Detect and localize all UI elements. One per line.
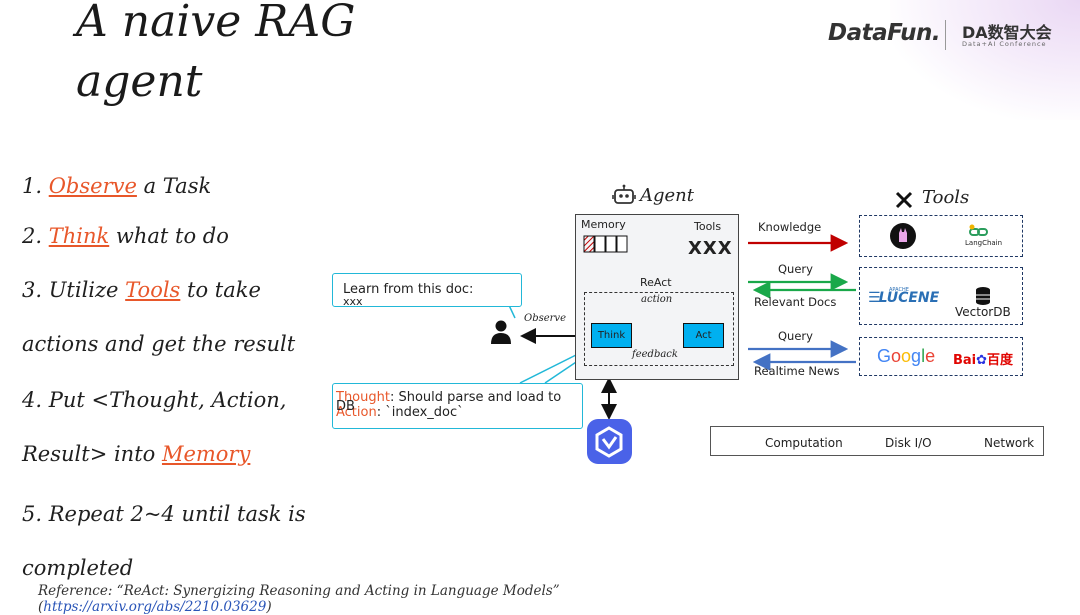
paw-icon: ✿ (976, 353, 988, 368)
web-search-tools-box (859, 337, 1023, 376)
legend-network: Network (984, 436, 1035, 450)
user-icon (490, 320, 512, 344)
datafun-logo: DataFun. (828, 20, 941, 46)
llama-icon (890, 222, 916, 250)
logo-divider (945, 20, 946, 50)
tools-title: Tools (922, 187, 970, 208)
memory-label: Memory (581, 218, 626, 231)
observe-label: Observe (524, 313, 566, 324)
react-label: ReAct (640, 276, 672, 289)
memory-cells (583, 235, 629, 253)
step-tools: 3. Utilize Tools to take (22, 278, 261, 302)
tools-wrench-icon (894, 190, 914, 210)
step-completed: completed (22, 556, 134, 580)
lucene-logo: ☰LUCENE (868, 290, 940, 306)
step-tools-cont: actions and get the result (22, 332, 296, 356)
step-observe: 1. Observe a Task (22, 174, 212, 198)
langchain-label: LangChain (965, 239, 1003, 247)
agent-title: Agent (640, 185, 694, 206)
da-conference-subtitle: Data+AI Conference (962, 40, 1047, 48)
baidu-logo: Bai✿百度 (953, 353, 1014, 368)
legend-computation: Computation (765, 436, 843, 450)
corner-decoration (890, 0, 1080, 120)
realtime-news-label: Realtime News (754, 364, 840, 378)
legend-disk: Disk I/O (885, 436, 932, 450)
query-label-2: Query (778, 329, 813, 343)
agent-tools-label: Tools (694, 220, 722, 233)
step-memory: Result> into Memory (22, 442, 251, 466)
action-label: action (641, 294, 673, 305)
knowledge-tools-box (859, 215, 1023, 257)
vectordb-label: VectorDB (955, 305, 1011, 319)
step-think: 2. Think what to do (22, 224, 229, 248)
thought-line: Thought: Should parse and load to (336, 390, 562, 405)
task-bubble-line1: Learn from this doc: (343, 282, 474, 297)
relevant-docs-label: Relevant Docs (754, 295, 837, 309)
knowledge-label: Knowledge (758, 220, 822, 234)
query-label-1: Query (778, 262, 813, 276)
legend-box (710, 426, 1044, 456)
step-repeat: 5. Repeat 2~4 until task is (22, 502, 306, 526)
retrieval-tools-box (859, 267, 1023, 325)
google-logo: Google (877, 346, 936, 366)
feedback-label: feedback (632, 349, 678, 360)
slide-title: A naive RAG agent (76, 0, 356, 107)
task-bubble-line2: xxx (343, 295, 363, 308)
agent-tools-icon: XXX (688, 238, 733, 259)
database-icon (975, 287, 991, 305)
service-app-icon (587, 419, 632, 464)
think-node: Think (591, 323, 632, 348)
task-speech-bubble: Learn from this doc: xxx (332, 273, 522, 307)
reference-line: Reference: “ReAct: Synergizing Reasoning… (38, 583, 560, 599)
lucene-apache-label: APACHE (889, 287, 909, 293)
step-put: 4. Put <Thought, Action, (22, 388, 287, 412)
react-box (584, 292, 734, 366)
langchain-icon (968, 224, 990, 240)
da-conference-logo: DA数智大会 (962, 23, 1052, 42)
act-node: Act (683, 323, 724, 348)
robot-icon (612, 184, 636, 206)
